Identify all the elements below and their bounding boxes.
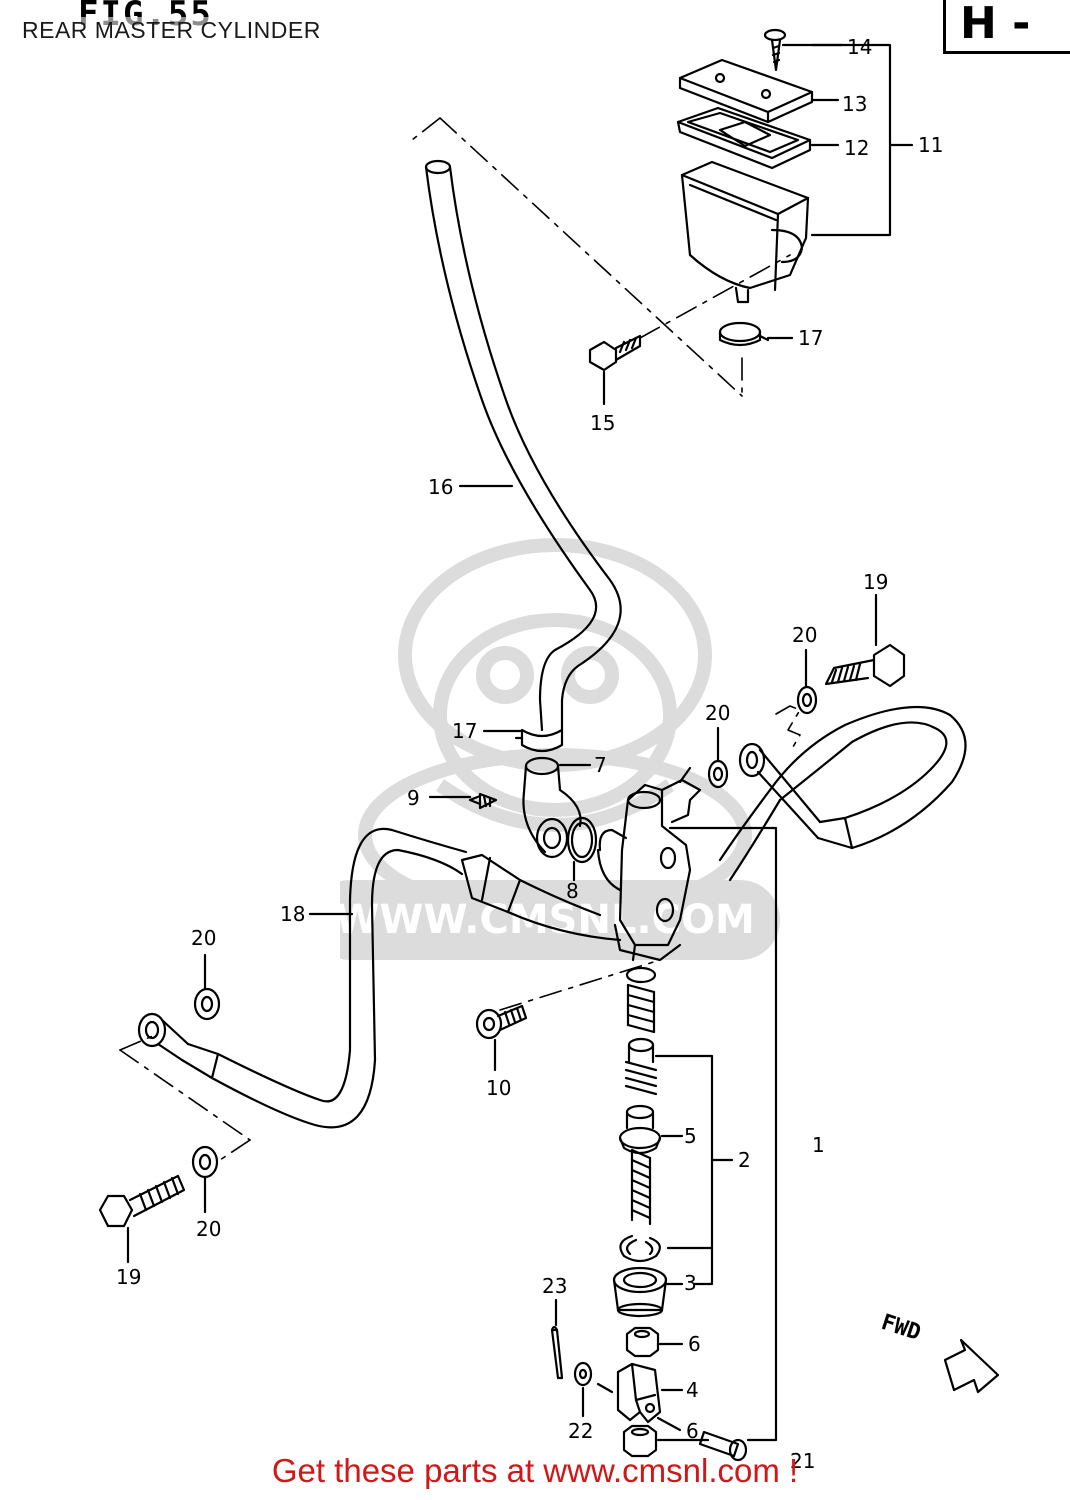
- label-2: 2: [738, 1148, 751, 1172]
- reservoir-diaphragm-plate: [676, 106, 812, 170]
- primary-cup: [624, 1037, 658, 1096]
- label-17-upper: 17: [798, 326, 823, 350]
- sealing-washer-d: [191, 1145, 219, 1179]
- label-19-left: 19: [116, 1265, 141, 1289]
- reservoir-hose: [424, 159, 622, 732]
- label-3: 3: [684, 1271, 697, 1295]
- label-10: 10: [486, 1076, 511, 1100]
- label-5: 5: [684, 1124, 697, 1148]
- forward-arrow-icon: [943, 1338, 1000, 1394]
- label-13: 13: [842, 92, 867, 116]
- outlet-brake-hose-right: [718, 705, 967, 882]
- snap-ring: [619, 1234, 661, 1263]
- sealing-washer-a: [796, 685, 818, 715]
- clevis-pin: [698, 1430, 748, 1462]
- label-17-lower: 17: [452, 719, 477, 743]
- master-cylinder-body: [596, 766, 702, 962]
- cotter-pin: [550, 1325, 564, 1380]
- watermark-text: WWW.CMSNL.COM: [340, 897, 755, 943]
- direction-label: FWD: [878, 1310, 924, 1346]
- label-7: 7: [594, 753, 607, 777]
- lock-nut-lower: [622, 1424, 658, 1458]
- sealing-washer-c: [193, 987, 221, 1021]
- label-22: 22: [568, 1419, 593, 1443]
- label-20d: 20: [196, 1217, 221, 1241]
- label-23: 23: [542, 1274, 567, 1298]
- label-15: 15: [590, 411, 615, 435]
- label-19-right: 19: [863, 570, 888, 594]
- push-rod-clevis: [616, 1362, 662, 1424]
- label-1: 1: [812, 1133, 825, 1157]
- section-label: H -: [960, 0, 1031, 49]
- hose-clamp-upper: [718, 321, 770, 347]
- label-14: 14: [847, 35, 872, 59]
- diagram-caption: REAR MASTER CYLINDER: [22, 17, 321, 44]
- reservoir-cap-screw: [763, 28, 787, 72]
- label-11: 11: [918, 133, 943, 157]
- label-20b: 20: [705, 701, 730, 725]
- sealing-washer-b: [707, 759, 729, 789]
- label-18: 18: [280, 902, 305, 926]
- mount-bolt: [475, 1004, 528, 1040]
- label-6-lower: 6: [686, 1419, 699, 1443]
- hose-clamp-lower: [514, 728, 564, 753]
- lock-nut-upper: [625, 1326, 660, 1358]
- label-12: 12: [844, 136, 869, 160]
- leader-2: [654, 1054, 734, 1286]
- piston: [618, 1104, 662, 1226]
- label-21: 21: [790, 1449, 815, 1473]
- section-box: [943, 0, 1070, 54]
- boot: [612, 1266, 668, 1318]
- label-8: 8: [566, 879, 579, 903]
- footer-link-text[interactable]: Get these parts at www.cmsnl.com !: [271, 1452, 799, 1489]
- leader-6-lower: [656, 1416, 710, 1442]
- outlet-brake-hose: [137, 827, 622, 1129]
- label-20a: 20: [792, 623, 817, 647]
- label-20c: 20: [191, 926, 216, 950]
- label-16: 16: [428, 475, 453, 499]
- union-bolt-right: [824, 643, 906, 688]
- leader-11: [810, 43, 914, 237]
- union-bolt-left: [98, 1174, 186, 1228]
- label-9: 9: [407, 786, 420, 810]
- piston-spring: [625, 966, 657, 1034]
- reservoir-body: [680, 160, 810, 304]
- reservoir-mount-bolt: [588, 334, 642, 372]
- leader-1: [668, 826, 778, 1442]
- label-4: 4: [686, 1378, 699, 1402]
- clevis-washer: [573, 1361, 593, 1387]
- joint-screw: [468, 792, 498, 810]
- leader-22: [596, 1382, 614, 1394]
- reservoir-cap: [678, 58, 814, 124]
- o-ring: [566, 816, 598, 864]
- label-6-upper: 6: [688, 1332, 701, 1356]
